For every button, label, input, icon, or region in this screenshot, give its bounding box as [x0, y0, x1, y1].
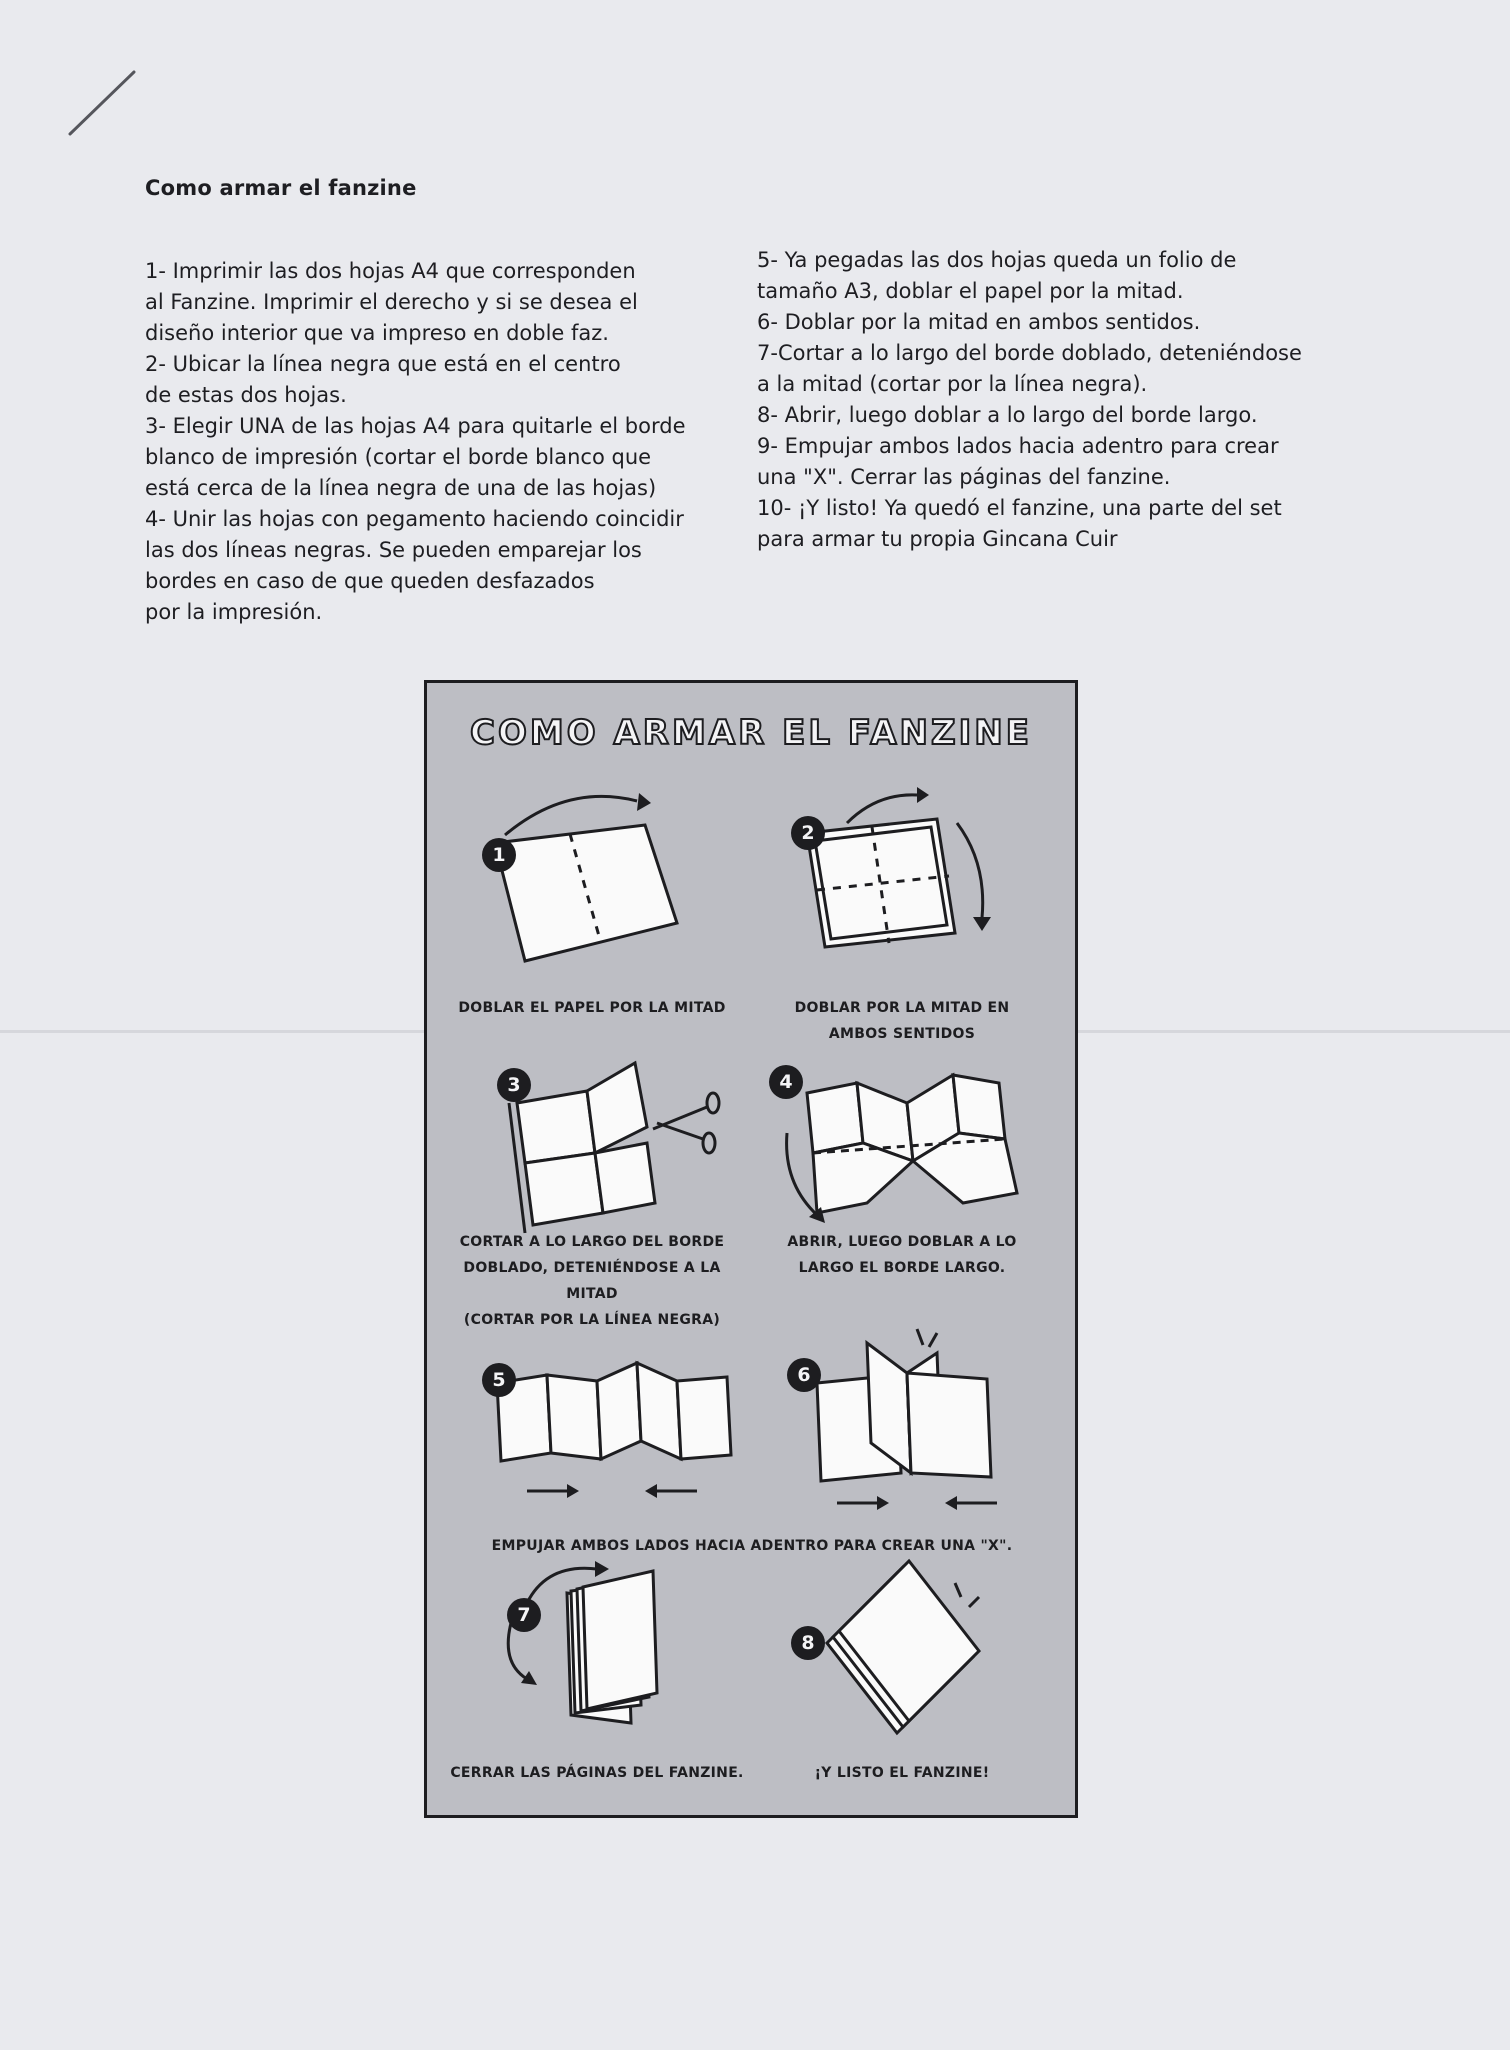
step-3-caption: CORTAR A LO LARGO DEL BORDE DOBLADO, DET…	[459, 1234, 725, 1328]
step-8-caption: ¡Y LISTO EL FANZINE!	[814, 1765, 990, 1781]
arrow-icon	[845, 793, 918, 825]
arrow-icon	[955, 822, 985, 919]
step-badge: 5	[482, 1363, 516, 1397]
steps-5-6-caption: EMPUJAR AMBOS LADOS HACIA ADENTRO PARA C…	[491, 1538, 1013, 1554]
step-6-illustration: 6	[787, 1313, 1047, 1513]
instruction-line: una "X". Cerrar las páginas del fanzine.	[757, 465, 1171, 489]
pushed-paper-drawing	[495, 1360, 733, 1498]
instruction-line: 8- Abrir, luego doblar a lo largo del bo…	[757, 403, 1258, 427]
step-8-illustration: 8	[787, 1553, 1047, 1753]
instruction-line: blanco de impresión (cortar el borde bla…	[145, 445, 652, 469]
opened-paper-drawing	[785, 1072, 1019, 1223]
instruction-line: 7-Cortar a lo largo del borde doblado, d…	[757, 341, 1302, 365]
instruction-line: tamaño A3, doblar el papel por la mitad.	[757, 279, 1184, 303]
instruction-line: 6- Doblar por la mitad en ambos sentidos…	[757, 310, 1201, 334]
sparkle-icon	[953, 1582, 981, 1609]
step-1-caption: DOBLAR EL PAPEL POR LA MITAD	[458, 1000, 726, 1016]
closed-pages-drawing	[506, 1561, 659, 1725]
instruction-line: para armar tu propia Gincana Cuir	[757, 527, 1118, 551]
instruction-line: 10- ¡Y listo! Ya quedó el fanzine, una p…	[757, 496, 1282, 520]
instruction-line: 1- Imprimir las dos hojas A4 que corresp…	[145, 259, 636, 283]
step-badge: 6	[787, 1358, 821, 1392]
step-1-illustration: 1	[467, 783, 707, 983]
instruction-line: 3- Elegir UNA de las hojas A4 para quita…	[145, 414, 686, 438]
arrow-icon	[504, 794, 638, 837]
step-badge: 3	[497, 1068, 531, 1102]
instruction-line: al Fanzine. Imprimir el derecho y si se …	[145, 290, 638, 314]
arrow-icon	[785, 1132, 819, 1217]
instruction-line: 4- Unir las hojas con pegamento haciendo…	[145, 507, 684, 531]
illustration-panel: COMO ARMAR EL FANZINE 1 DOBLAR EL PAPEL …	[424, 680, 1078, 1818]
instructions-left-column: 1- Imprimir las dos hojas A4 que corresp…	[145, 256, 705, 628]
instruction-line: 9- Empujar ambos lados hacia adentro par…	[757, 434, 1279, 458]
instructions-right-column: 5- Ya pegadas las dos hojas queda un fol…	[757, 245, 1357, 555]
instruction-line: 2- Ubicar la línea negra que está en el …	[145, 352, 621, 376]
step-5-illustration: 5	[467, 1343, 747, 1513]
step-badge: 1	[482, 838, 516, 872]
step-badge: 4	[769, 1065, 803, 1099]
sparkle-icon	[915, 1328, 939, 1348]
step-7-illustration: 7	[487, 1543, 747, 1743]
instruction-line: las dos líneas negras. Se pueden emparej…	[145, 538, 642, 562]
instruction-line: diseño interior que va impreso en doble …	[145, 321, 609, 345]
step-4-illustration: 4	[767, 1053, 1047, 1233]
arrow-icon	[525, 1566, 598, 1604]
instruction-line: está cerca de la línea negra de una de l…	[145, 476, 657, 500]
instruction-line: bordes en caso de que queden desfazados	[145, 569, 595, 593]
arrow-icon	[506, 1622, 528, 1681]
step-4-caption: ABRIR, LUEGO DOBLAR A LO LARGO EL BORDE …	[787, 1234, 1017, 1276]
instruction-line: 5- Ya pegadas las dos hojas queda un fol…	[757, 248, 1237, 272]
step-badge: 7	[507, 1598, 541, 1632]
finished-fanzine-drawing	[825, 1558, 981, 1736]
step-badge: 2	[791, 816, 825, 850]
instruction-line: de estas dos hojas.	[145, 383, 347, 407]
instruction-line: a la mitad (cortar por la línea negra).	[757, 372, 1148, 396]
folded-paper-drawing	[493, 793, 679, 963]
scissors-icon	[652, 1091, 721, 1155]
document-title: Como armar el fanzine	[145, 176, 417, 200]
pen-stroke-icon	[68, 70, 136, 136]
quartered-paper-drawing	[805, 787, 991, 949]
step-2-illustration: 2	[777, 783, 1027, 983]
step-7-caption: CERRAR LAS PÁGINAS DEL FANZINE.	[450, 1765, 744, 1781]
step-2-caption: DOBLAR POR LA MITAD EN AMBOS SENTIDOS	[794, 1000, 1010, 1042]
step-3-illustration: 3	[467, 1043, 727, 1243]
instruction-line: por la impresión.	[145, 600, 323, 624]
x-shaped-paper-drawing	[815, 1328, 997, 1510]
step-badge: 8	[791, 1626, 825, 1660]
illustration-title: COMO ARMAR EL FANZINE	[469, 712, 1032, 754]
cut-paper-drawing	[507, 1060, 721, 1234]
